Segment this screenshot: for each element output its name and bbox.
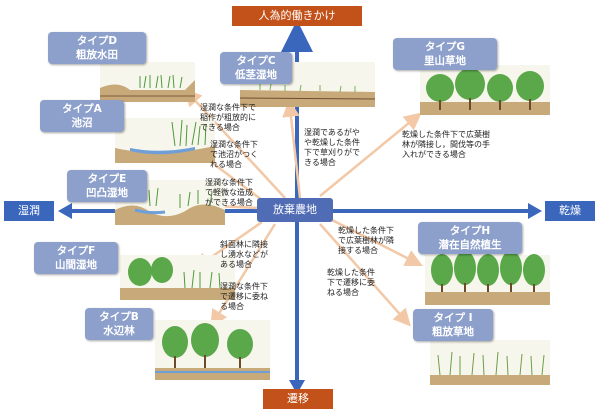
type-e-label: タイプE 凹凸湿地: [67, 170, 147, 202]
type-d-code: タイプD: [76, 35, 118, 47]
type-a-code: タイプA: [62, 103, 102, 115]
condition-f: 斜面林に隣接 し湧水などが ある場合: [220, 240, 268, 269]
condition-a: 湿潤な条件下 で池沼がつく れる場合: [210, 140, 258, 169]
condition-c: 湿潤であるがや や乾燥した条件 下で草刈りがで きる場合: [304, 128, 360, 167]
illustration-h: [425, 251, 550, 305]
illustration-i: [430, 340, 550, 385]
arrow-to-d: [184, 88, 286, 199]
type-h-code: タイプH: [449, 225, 491, 237]
arrow-to-h: [331, 218, 423, 266]
type-h-label: タイプH 潜在自然植生: [418, 222, 522, 254]
axis-left-label: 湿潤: [4, 201, 54, 221]
top-arrowhead: [289, 26, 305, 40]
illustration-g: [420, 65, 550, 115]
illustration-d: [100, 62, 195, 102]
illustration-a: [115, 118, 215, 163]
type-c-code: タイプC: [236, 55, 276, 67]
condition-e: 湿潤な条件下 で軽微な造成 ができる場合: [205, 178, 253, 207]
type-i-code: タイプ I: [433, 312, 473, 324]
type-h-name: 潜在自然植生: [438, 239, 502, 251]
type-d-label: タイプD 粗放水田: [48, 32, 146, 64]
type-c-name: 低茎湿地: [235, 69, 277, 81]
axis-top-label: 人為的働きかけ: [232, 6, 362, 26]
type-i-label: タイプ I 粗放草地: [413, 309, 493, 341]
type-a-name: 池沼: [71, 117, 93, 129]
type-f-name: 山間湿地: [55, 259, 97, 271]
arrow-to-b: [210, 223, 277, 328]
illustration-f: [120, 255, 235, 300]
type-f-code: タイプF: [56, 245, 96, 257]
type-b-code: タイプB: [99, 311, 139, 323]
type-b-name: 水辺林: [103, 325, 135, 337]
type-e-code: タイプE: [87, 173, 127, 185]
arrow-to-g: [319, 112, 422, 197]
type-d-name: 粗放水田: [76, 49, 118, 61]
condition-g: 乾燥した条件下で広葉樹 林が隣接し，間伐等の手 入れができる場合: [402, 130, 490, 159]
axis-right-label: 乾燥: [545, 201, 595, 221]
type-b-label: タイプB 水辺林: [85, 308, 153, 340]
type-i-name: 粗放草地: [432, 326, 474, 338]
type-a-label: タイプA 池沼: [40, 100, 124, 132]
condition-d: 湿潤な条件下で 稲作が粗放的に できる場合: [200, 103, 256, 132]
right-arrowhead: [528, 203, 542, 219]
type-g-code: タイプG: [424, 41, 466, 53]
axis-bottom-label: 遷移: [263, 389, 333, 409]
bottom-arrowhead: [289, 380, 305, 394]
illustration-c: [239, 62, 376, 107]
type-g-label: タイプG 里山草地: [393, 38, 497, 70]
center-node: 放棄農地: [257, 198, 333, 222]
condition-h: 乾燥した条件下 で広葉樹林が隣 接する場合: [338, 226, 394, 255]
type-c-label: タイプC 低茎湿地: [220, 52, 292, 84]
illustration-b: [155, 320, 270, 380]
left-arrowhead: [58, 203, 72, 219]
arrow-to-c: [282, 99, 302, 199]
type-g-name: 里山草地: [424, 55, 466, 67]
type-f-label: タイプF 山間湿地: [34, 242, 118, 274]
arrow-to-i: [319, 223, 411, 327]
condition-b: 湿潤な条件下 で遷移に委ね る場合: [220, 282, 268, 311]
type-e-name: 凹凸湿地: [86, 187, 128, 199]
condition-i: 乾燥した条件 下で遷移に委 ねる場合: [327, 268, 375, 297]
